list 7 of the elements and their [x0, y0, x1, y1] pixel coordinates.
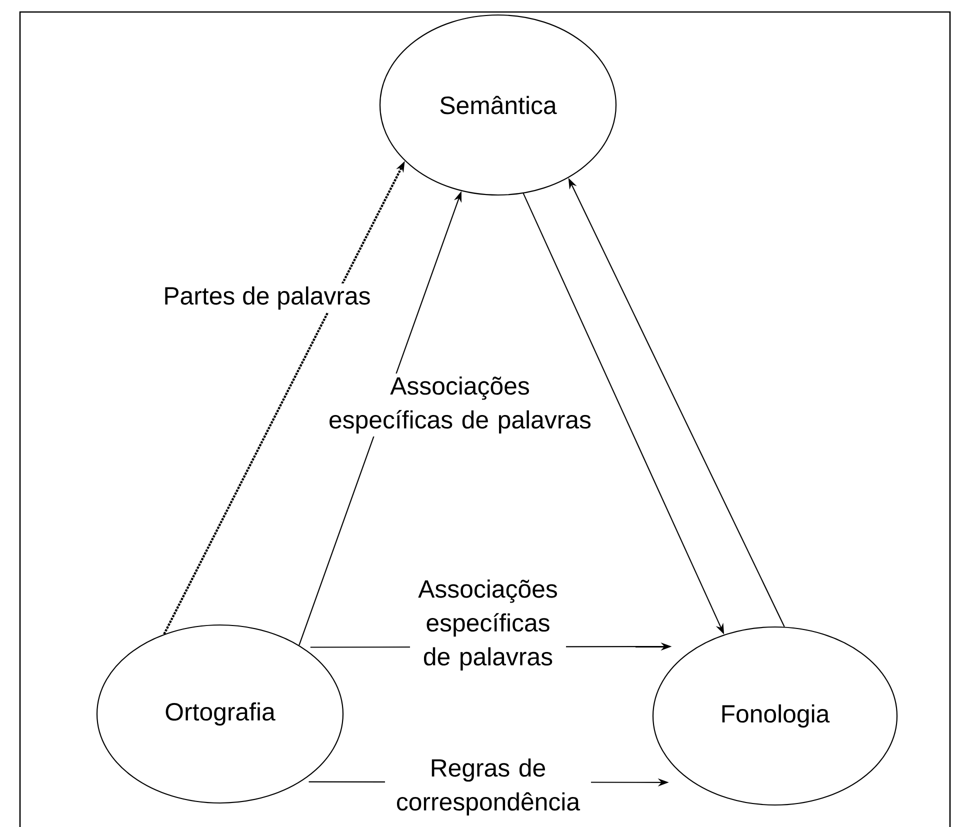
edge-label: Associações específicas de palavras	[318, 373, 602, 437]
edge-label: Associações específicas de palavras	[410, 576, 566, 674]
edge-label: Regras de correspondência	[385, 755, 591, 819]
ellipse-node: Ortografia	[96, 624, 344, 804]
ellipse-node: Fonologia	[652, 626, 898, 806]
edge-label: Partes de palavras	[160, 283, 374, 313]
ellipse-node: Semântica	[379, 14, 617, 196]
